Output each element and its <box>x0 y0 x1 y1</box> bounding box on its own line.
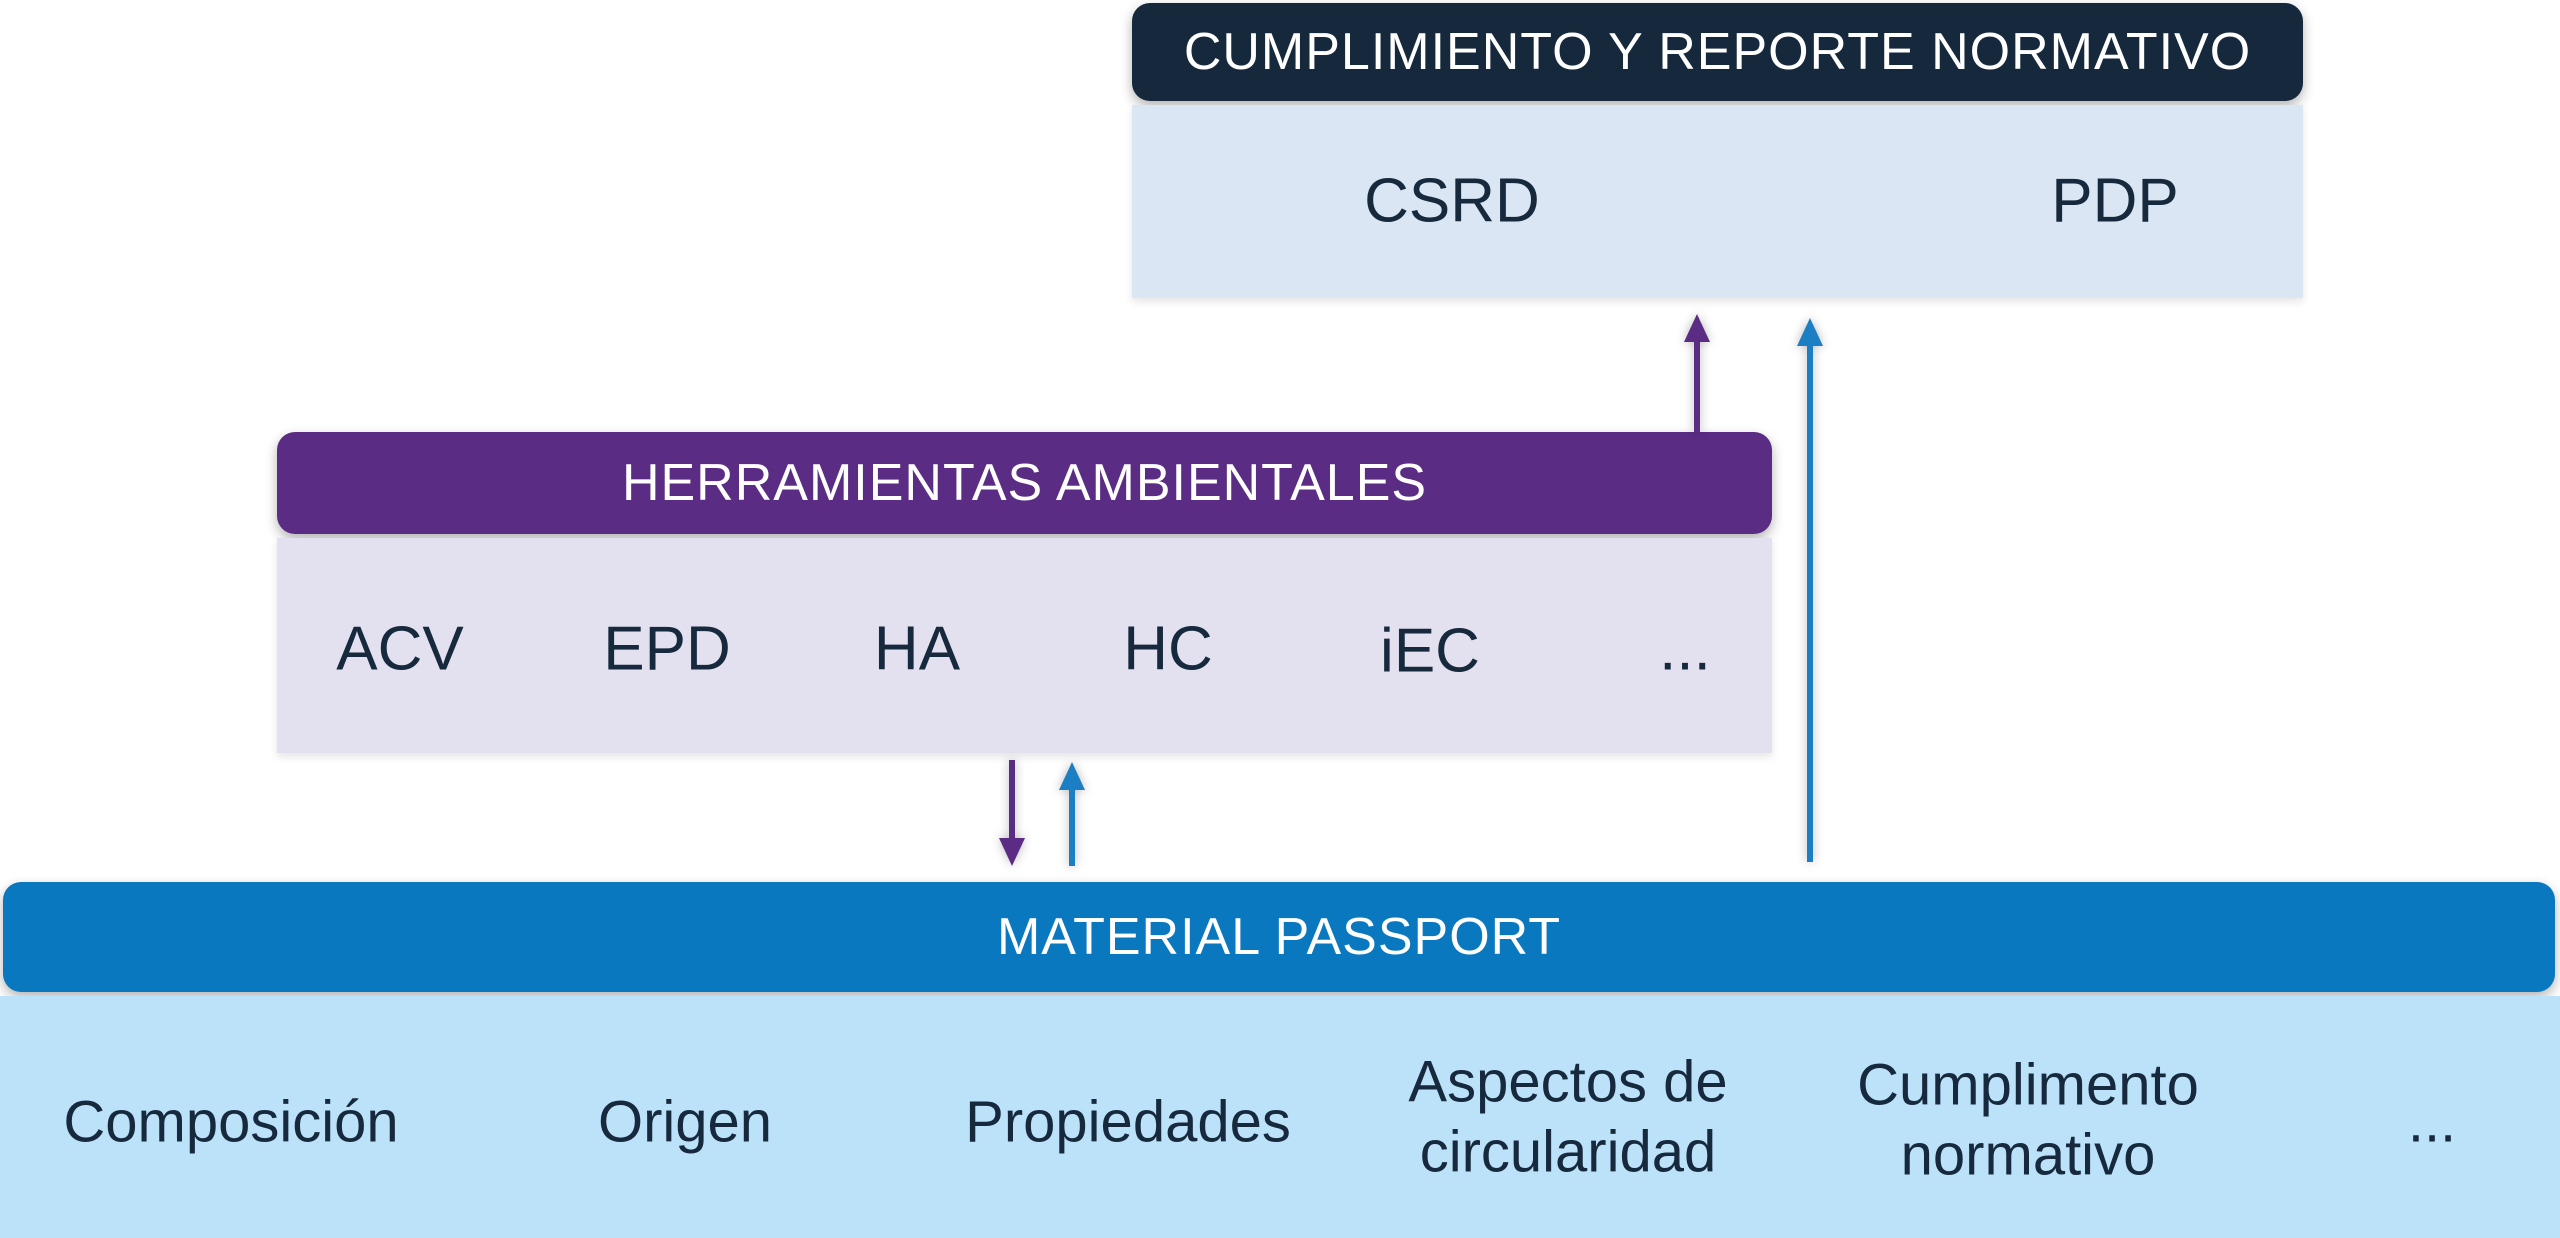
passport-item-aspectos-circularidad: Aspectos de circularidad <box>1408 1049 1728 1184</box>
tools-box-body <box>277 538 1772 753</box>
tools-item-epd: EPD <box>603 614 731 684</box>
arrow-shaft <box>1069 788 1075 866</box>
tools-item-iec: iEC <box>1380 616 1480 686</box>
arrow-head-up-icon <box>1797 318 1823 346</box>
passport-box-header: MATERIAL PASSPORT <box>3 882 2555 992</box>
compliance-item-pdp: PDP <box>2051 166 2179 236</box>
arrow-passport-to-tools-up-icon <box>1056 762 1088 866</box>
arrow-head-up-icon <box>1684 314 1710 342</box>
arrow-tools-to-passport-down-icon <box>996 760 1028 866</box>
tools-box-title: HERRAMIENTAS AMBIENTALES <box>621 454 1428 512</box>
passport-item-ellipsis: ... <box>2407 1089 2457 1155</box>
passport-item-composicion: Composición <box>63 1089 399 1155</box>
tools-box-header: HERRAMIENTAS AMBIENTALES <box>277 432 1772 534</box>
arrow-shaft <box>1694 340 1700 432</box>
compliance-item-csrd: CSRD <box>1364 166 1540 236</box>
arrow-shaft <box>1807 344 1813 862</box>
compliance-box-body <box>1132 105 2303 298</box>
arrow-head-up-icon <box>1059 762 1085 790</box>
passport-box-title: MATERIAL PASSPORT <box>996 908 1562 966</box>
tools-item-ha: HA <box>873 614 961 684</box>
compliance-box-title: CUMPLIMIENTO Y REPORTE NORMATIVO <box>1183 23 2252 81</box>
passport-item-cumplimento-normativo: Cumplimento normativo <box>1857 1052 2199 1187</box>
passport-box-body <box>0 996 2560 1238</box>
compliance-box-header: CUMPLIMIENTO Y REPORTE NORMATIVO <box>1132 3 2303 101</box>
tools-item-acv: ACV <box>336 614 464 684</box>
passport-item-propiedades: Propiedades <box>965 1089 1291 1155</box>
tools-item-ellipsis: ... <box>1659 614 1711 684</box>
passport-item-origen: Origen <box>597 1089 773 1155</box>
arrow-tools-to-compliance-up-icon <box>1681 314 1713 432</box>
arrow-head-down-icon <box>999 838 1025 866</box>
arrow-passport-to-compliance-up-icon <box>1794 318 1826 862</box>
arrow-shaft <box>1009 760 1015 840</box>
tools-item-hc: HC <box>1123 614 1213 684</box>
